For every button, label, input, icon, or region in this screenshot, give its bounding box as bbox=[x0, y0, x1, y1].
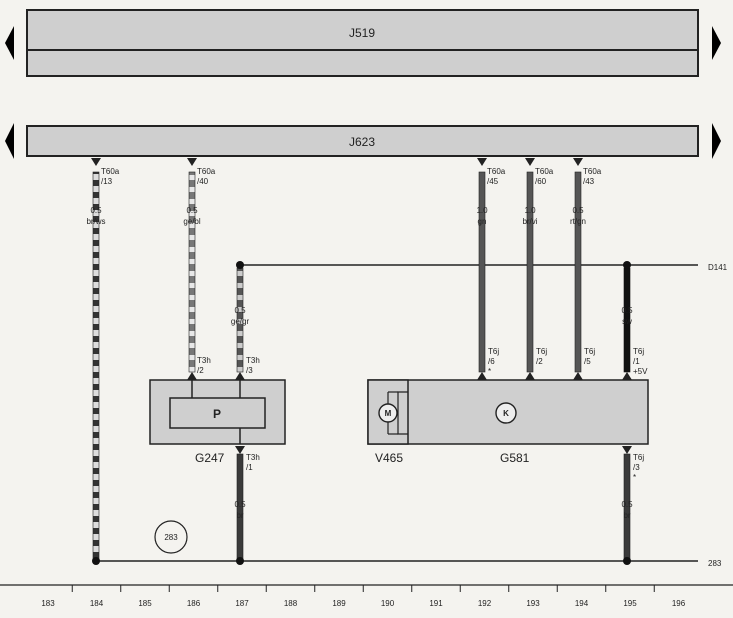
grid-number: 189 bbox=[332, 599, 346, 608]
svg-text:gn: gn bbox=[478, 217, 487, 226]
g247-symbol: P bbox=[213, 407, 221, 421]
svg-text:/43: /43 bbox=[583, 177, 595, 186]
svg-text:T6j: T6j bbox=[488, 347, 499, 356]
grid-number: 191 bbox=[429, 599, 443, 608]
motor-icon bbox=[378, 403, 398, 423]
g581-label: G581 bbox=[500, 451, 530, 465]
svg-text:/40: /40 bbox=[197, 177, 209, 186]
svg-text:0.5: 0.5 bbox=[621, 306, 633, 315]
wire-193: T60a /60 1.0 br/vi T6j /2 bbox=[522, 158, 554, 380]
svg-text:T60a: T60a bbox=[487, 167, 506, 176]
wire-184: T60a /13 0.5 br/ws bbox=[86, 158, 120, 565]
wire-195-top: 0.5 sw T6j /1 +5V bbox=[621, 261, 648, 380]
svg-text:T6j: T6j bbox=[633, 347, 644, 356]
grid-number: 186 bbox=[187, 599, 201, 608]
svg-text:/45: /45 bbox=[487, 177, 499, 186]
grid-number: 193 bbox=[526, 599, 540, 608]
wire-192: T60a /45 1.0 gn T6j /6 * bbox=[476, 158, 506, 380]
svg-text:/2: /2 bbox=[197, 366, 204, 375]
svg-text:rt/gn: rt/gn bbox=[570, 217, 586, 226]
grid-ruler: 183 184 185 186 187 188 189 190 191 192 193 194 195 1… bbox=[0, 584, 733, 608]
rail-d141-label: D141 bbox=[708, 263, 728, 272]
svg-text:/5: /5 bbox=[584, 357, 591, 366]
svg-text:br: br bbox=[236, 511, 243, 520]
svg-text:0.5: 0.5 bbox=[621, 500, 633, 509]
v465-symbol: M bbox=[385, 409, 392, 418]
svg-text:sw: sw bbox=[622, 317, 632, 326]
g247-label: G247 bbox=[195, 451, 225, 465]
svg-text:T60a: T60a bbox=[535, 167, 554, 176]
svg-text:0.5: 0.5 bbox=[186, 206, 198, 215]
svg-text:T3h: T3h bbox=[246, 356, 260, 365]
grid-number: 184 bbox=[90, 599, 104, 608]
svg-text:br/ws: br/ws bbox=[86, 217, 105, 226]
control-unit-j519-bar: J519 bbox=[5, 9, 721, 77]
svg-text:/60: /60 bbox=[535, 177, 547, 186]
actuator-v465-sensor-g581: M K V465 G581 bbox=[367, 379, 649, 465]
svg-text:T6j: T6j bbox=[584, 347, 595, 356]
svg-text:br/vi: br/vi bbox=[522, 217, 537, 226]
arrow-right-icon bbox=[712, 123, 721, 159]
sensor-g247: P G247 bbox=[149, 379, 286, 465]
svg-text:ge/bl: ge/bl bbox=[183, 217, 201, 226]
v465-label: V465 bbox=[375, 451, 403, 465]
svg-text:0.5: 0.5 bbox=[234, 500, 246, 509]
grid-number: 194 bbox=[575, 599, 589, 608]
arrow-right-icon bbox=[712, 26, 721, 60]
svg-text:T6j: T6j bbox=[536, 347, 547, 356]
svg-text:T6j: T6j bbox=[633, 453, 644, 462]
svg-text:/3: /3 bbox=[246, 366, 253, 375]
wire-194: T60a /43 0.5 rt/gn T6j /5 bbox=[570, 158, 602, 380]
svg-text:T60a: T60a bbox=[101, 167, 120, 176]
arrow-left-icon bbox=[5, 26, 14, 43]
svg-text:/2: /2 bbox=[536, 357, 543, 366]
svg-text:283: 283 bbox=[164, 533, 178, 542]
svg-text:0.5: 0.5 bbox=[234, 306, 246, 315]
grid-number: 192 bbox=[478, 599, 492, 608]
rail-283-label: 283 bbox=[708, 559, 722, 568]
svg-text:T60a: T60a bbox=[583, 167, 602, 176]
grid-number: 185 bbox=[138, 599, 152, 608]
svg-text:T3h: T3h bbox=[246, 453, 260, 462]
grid-number: 196 bbox=[672, 599, 686, 608]
svg-text:/6: /6 bbox=[488, 357, 495, 366]
svg-text:*: * bbox=[488, 367, 491, 376]
svg-text:+5V: +5V bbox=[633, 367, 648, 376]
svg-text:*: * bbox=[633, 473, 636, 482]
svg-text:ge/gr: ge/gr bbox=[231, 317, 250, 326]
svg-text:T3h: T3h bbox=[197, 356, 211, 365]
j519-label: J519 bbox=[349, 26, 375, 40]
svg-text:/13: /13 bbox=[101, 177, 113, 186]
svg-text:/3: /3 bbox=[633, 463, 640, 472]
wire-187-bottom: T3h /1 0.5 br bbox=[234, 446, 260, 565]
control-unit-j623-bar: J623 bbox=[5, 123, 721, 159]
arrow-left-icon bbox=[5, 123, 14, 159]
svg-text:1.0: 1.0 bbox=[524, 206, 536, 215]
grid-number: 188 bbox=[284, 599, 298, 608]
grid-number: 187 bbox=[235, 599, 249, 608]
wire-187-top: 0.5 ge/gr T3h /3 bbox=[231, 261, 260, 380]
reference-circle-283: 283 bbox=[154, 520, 188, 554]
wire-186: T60a /40 0.5 ge/bl T3h /2 bbox=[183, 158, 216, 380]
svg-text:/1: /1 bbox=[633, 357, 640, 366]
sensor-k-icon bbox=[495, 402, 517, 424]
j623-label: J623 bbox=[349, 135, 375, 149]
grid-number: 195 bbox=[623, 599, 637, 608]
grid-number: 183 bbox=[41, 599, 55, 608]
svg-text:0.5: 0.5 bbox=[572, 206, 584, 215]
svg-text:br: br bbox=[623, 511, 630, 520]
grid-number: 190 bbox=[381, 599, 395, 608]
g581-symbol: K bbox=[503, 409, 509, 418]
svg-text:0.5: 0.5 bbox=[90, 206, 102, 215]
wire-195-bottom: T6j /3 * 0.5 br bbox=[621, 446, 644, 565]
svg-text:1.0: 1.0 bbox=[476, 206, 488, 215]
svg-text:/1: /1 bbox=[246, 463, 253, 472]
svg-text:T60a: T60a bbox=[197, 167, 216, 176]
